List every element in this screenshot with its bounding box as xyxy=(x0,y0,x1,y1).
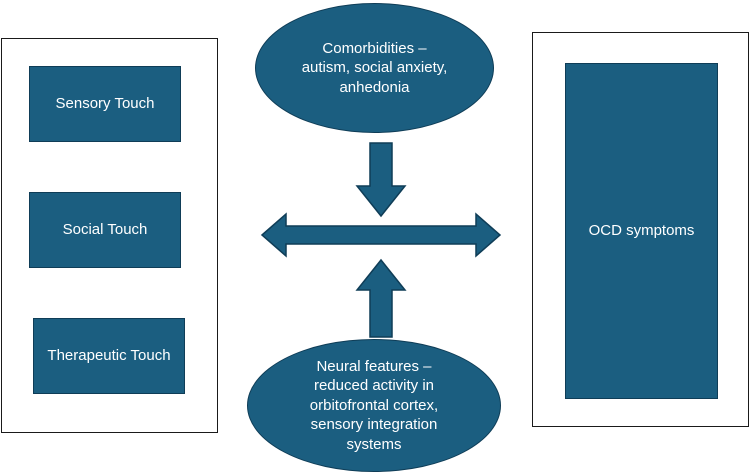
comorbidities-line-2: autism, social anxiety, xyxy=(301,59,448,77)
therapeutic-touch-box: Therapeutic Touch xyxy=(33,318,185,394)
neural-features-line-4: sensory integration xyxy=(310,416,438,434)
sensory-touch-label: Sensory Touch xyxy=(55,94,155,112)
up-arrow xyxy=(355,258,407,338)
neural-features-line-1: Neural features – xyxy=(316,357,432,375)
neural-features-line-2: reduced activity in xyxy=(313,377,435,395)
social-touch-box: Social Touch xyxy=(29,192,181,268)
neural-features-line-3: orbitofrontal cortex, xyxy=(309,396,439,414)
double-headed-arrow xyxy=(260,212,502,258)
comorbidities-line-3: anhedonia xyxy=(339,78,410,96)
neural-features-text: Neural features – reduced activity in or… xyxy=(310,357,438,455)
sensory-touch-box: Sensory Touch xyxy=(29,66,181,142)
comorbidities-text: Comorbidities – autism, social anxiety, … xyxy=(302,39,448,98)
social-touch-label: Social Touch xyxy=(62,220,148,238)
comorbidities-line-1: Comorbidities – xyxy=(322,39,427,57)
comorbidities-ellipse: Comorbidities – autism, social anxiety, … xyxy=(255,3,494,133)
therapeutic-touch-label: Therapeutic Touch xyxy=(47,346,171,364)
neural-features-ellipse: Neural features – reduced activity in or… xyxy=(247,339,501,472)
ocd-symptoms-label: OCD symptoms xyxy=(588,221,695,239)
neural-features-line-5: systems xyxy=(346,435,402,453)
down-arrow xyxy=(355,142,407,218)
ocd-symptoms-box: OCD symptoms xyxy=(565,63,718,399)
